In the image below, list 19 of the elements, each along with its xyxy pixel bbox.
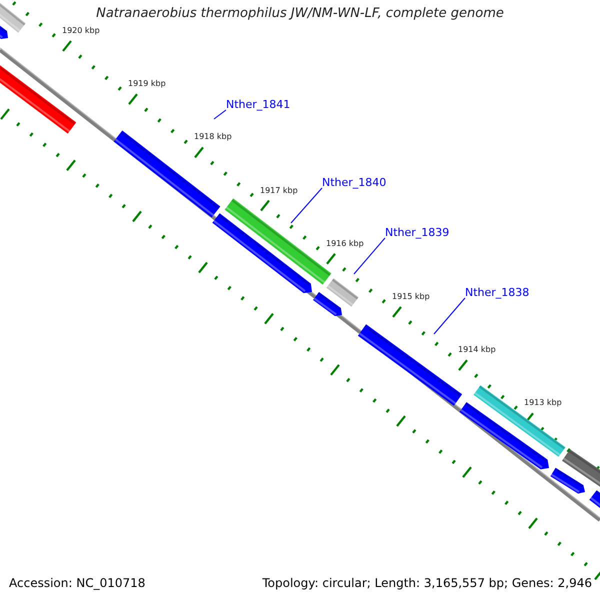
genome-info-text: Topology: circular; Length: 3,165,557 bp; Genes: 2,946 xyxy=(262,577,592,589)
scale-label: 1917 kbp xyxy=(260,186,298,195)
scale-label: 1919 kbp xyxy=(128,80,166,88)
scale-label: 1920 kbp xyxy=(62,27,100,35)
gene-name-label: Nther_1839 xyxy=(385,227,450,238)
scale-label: 1914 kbp xyxy=(458,346,496,354)
leader-line xyxy=(214,110,226,120)
gene-name-label: Nther_1840 xyxy=(322,177,386,188)
scale-label: 1915 kbp xyxy=(392,292,430,301)
leader-line xyxy=(434,298,466,334)
accession-text: Accession: NC_010718 xyxy=(9,577,146,589)
scale-label: 1913 kbp xyxy=(524,399,562,408)
scale-label: 1916 kbp xyxy=(326,240,364,248)
gene-name-label: Nther_1838 xyxy=(465,287,530,298)
leader-line xyxy=(354,238,386,274)
scale-label: 1918 kbp xyxy=(194,133,232,142)
leader-line xyxy=(290,188,322,224)
gene-name-label: Nther_1841 xyxy=(226,99,290,110)
diagram-title: Natranaerobius thermophilus JW/NM-WN-LF, complete genome xyxy=(95,7,505,20)
